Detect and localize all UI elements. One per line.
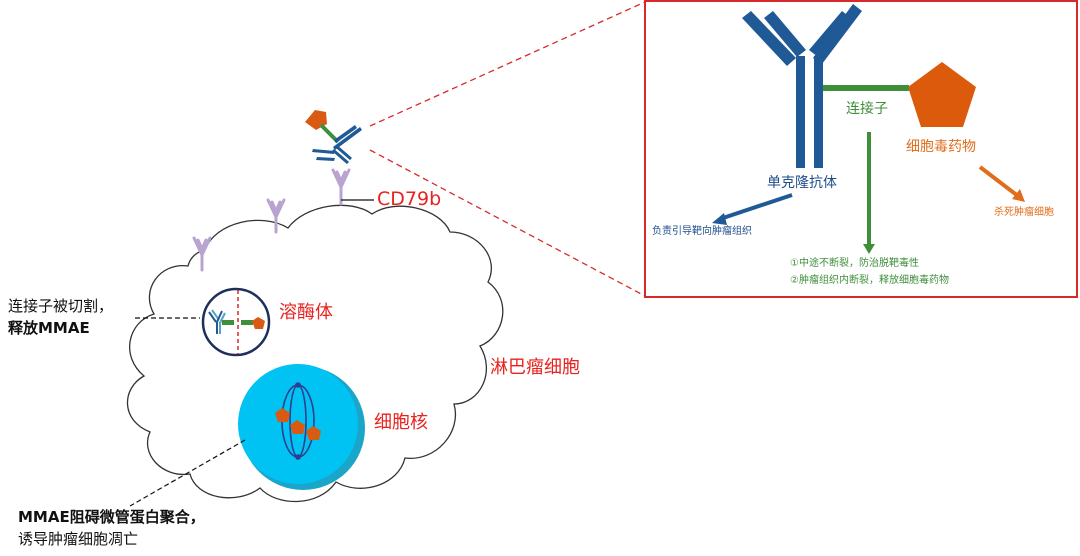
cd79b-label: CD79b: [377, 188, 442, 210]
antibody-icon: [742, 4, 862, 168]
mmae-pointer: [129, 439, 246, 507]
zoom-line-bottom: [369, 149, 646, 297]
linker-note-2: ②肿瘤组织内断裂，释放细胞毒药物: [790, 275, 949, 286]
antibody-arrow: [712, 193, 793, 225]
linker-arrow: [863, 132, 875, 254]
mmae-callout-line1: MMAE阻碍微管蛋白聚合，: [18, 508, 205, 526]
small-adc-icon: [305, 110, 362, 165]
mmae-pentagon-icon: [275, 408, 321, 440]
cell-name-label: 淋巴瘤细胞: [490, 357, 580, 378]
cleave-callout-line2: 释放MMAE: [8, 319, 90, 337]
antibody-role-label: 负责引导靶向肿瘤组织: [652, 226, 752, 237]
zoom-line-top: [369, 1, 646, 127]
linker-note-1: ①中途不断裂，防治脱靶毒性: [790, 258, 919, 269]
antibody-label: 单克隆抗体: [767, 175, 837, 191]
mmae-callout-line2: 诱导肿瘤细胞凋亡: [18, 530, 139, 548]
receptor-icon: [192, 168, 351, 272]
lysosome-label: 溶酶体: [279, 302, 333, 323]
drug-label: 细胞毒药物: [906, 139, 976, 155]
lysosome: [201, 287, 271, 357]
drug-role-label: 杀死肿瘤细胞: [994, 207, 1054, 218]
lymphoma-cell-membrane: [126, 204, 504, 503]
inset-box: [644, 0, 1078, 298]
linker-bar: [823, 85, 909, 91]
nucleus-label: 细胞核: [374, 412, 428, 433]
cleaved-adc-icon: [208, 309, 265, 334]
linker-label: 连接子: [846, 101, 888, 117]
drug-pentagon-icon: [908, 62, 976, 127]
cleave-callout-line1: 连接子被切割，: [8, 297, 114, 315]
drug-arrow: [978, 165, 1025, 202]
